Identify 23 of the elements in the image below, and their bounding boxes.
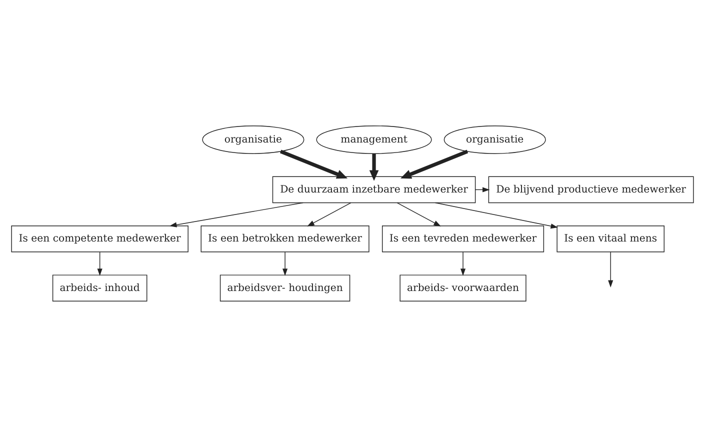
arrow (97, 252, 102, 276)
arrow (608, 252, 614, 288)
arrow (280, 150, 348, 179)
node-box: De blijvend productieve medewerker (488, 176, 694, 204)
node-ellipse: organisatie (444, 125, 546, 154)
arrow (369, 154, 379, 181)
arrow (282, 252, 288, 276)
arrow (434, 202, 558, 229)
node-box: De duurzaam inzetbare medewerker (272, 176, 476, 204)
arrow (400, 150, 468, 179)
arrow (460, 252, 466, 276)
node-ellipse: organisatie (202, 125, 304, 154)
arrow (396, 202, 441, 226)
node-box: Is een tevreden medewerker (382, 226, 544, 252)
node-box: Is een vitaal mens (556, 226, 664, 252)
arrow (169, 202, 304, 228)
node-box: arbeids- voorwaarden (400, 274, 526, 302)
node-box: arbeidsver- houdingen (220, 274, 350, 302)
node-box: Is een competente medewerker (11, 226, 188, 252)
arrow (307, 202, 352, 226)
node-ellipse: management (316, 125, 432, 154)
node-box: Is een betrokken medewerker (200, 226, 370, 252)
node-box: arbeids- inhoud (52, 274, 148, 302)
